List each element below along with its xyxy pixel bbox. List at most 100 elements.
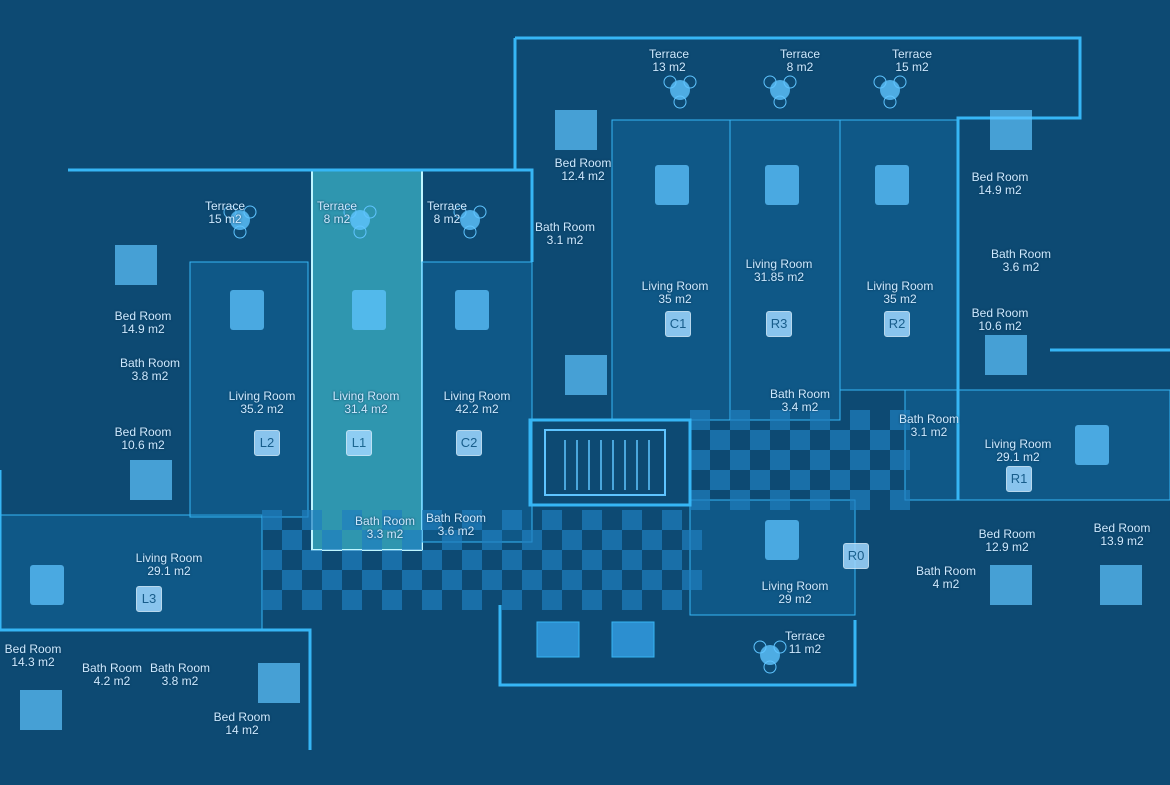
corridor-tile	[602, 530, 622, 550]
corridor-tile	[342, 590, 362, 610]
room-name: Bed Room	[978, 527, 1036, 541]
bed	[258, 663, 300, 703]
corridor-tile	[730, 490, 750, 510]
unit-badge-r2[interactable]: R2	[884, 311, 910, 337]
room-area: 3.6 m2	[1002, 260, 1040, 274]
corridor-tile	[462, 590, 482, 610]
room-name: Living Room	[443, 389, 511, 403]
wall	[528, 418, 692, 507]
corridor-tile	[542, 510, 562, 530]
corridor-tile	[382, 590, 402, 610]
corridor-tile	[810, 490, 830, 510]
corridor-tile	[382, 510, 402, 530]
corridor-tile	[402, 530, 422, 550]
corridor-tile	[262, 510, 282, 530]
unit-badge-r1[interactable]: R1	[1006, 466, 1032, 492]
corridor-tile	[870, 470, 890, 490]
bed	[990, 565, 1032, 605]
unit-badge-c1[interactable]: C1	[665, 311, 691, 337]
room-area: 12.4 m2	[561, 169, 605, 183]
corridor-tile	[582, 550, 602, 570]
unit-badge-l1[interactable]: L1	[346, 430, 372, 456]
room-area: 8 m2	[433, 212, 461, 226]
corridor-tile	[710, 470, 730, 490]
room-name: Bath Room	[119, 356, 181, 370]
patio-chair	[463, 225, 477, 239]
table	[352, 290, 386, 330]
room-name: Bed Room	[114, 309, 172, 323]
unit-badge-r3[interactable]: R3	[766, 311, 792, 337]
room-area: 14.9 m2	[121, 322, 165, 336]
bed	[565, 355, 607, 395]
room-area: 3.4 m2	[781, 400, 819, 414]
room-name: Terrace	[426, 199, 468, 213]
room-area: 8 m2	[323, 212, 351, 226]
room-name: Bed Room	[554, 156, 612, 170]
room-name: Bath Room	[769, 387, 831, 401]
room-name: Bed Room	[213, 710, 271, 724]
room-area: 14.9 m2	[978, 183, 1022, 197]
room-name: Terrace	[891, 47, 933, 61]
room-name: Bath Room	[425, 511, 487, 525]
corridor-tile	[542, 550, 562, 570]
unit-badge-c2[interactable]: C2	[456, 430, 482, 456]
room-area: 10.6 m2	[978, 319, 1022, 333]
corridor	[262, 410, 910, 610]
corridor-tile	[482, 530, 502, 550]
wall	[68, 168, 534, 262]
room-area: 3.6 m2	[437, 524, 475, 538]
patio-chair	[363, 205, 377, 219]
patio-table	[670, 80, 690, 100]
room-area: 14.3 m2	[11, 655, 55, 669]
corridor-tile	[322, 570, 342, 590]
room-name: Terrace	[779, 47, 821, 61]
patio-chair	[243, 205, 257, 219]
room-name: Bath Room	[149, 661, 211, 675]
unit-badge-l2[interactable]: L2	[254, 430, 280, 456]
patio-chair	[873, 75, 887, 89]
corridor-tile	[690, 450, 710, 470]
corridor-tile	[750, 430, 770, 450]
corridor-tile	[302, 550, 322, 570]
patio-chair	[453, 205, 467, 219]
corridor-tile	[542, 590, 562, 610]
bed	[1100, 565, 1142, 605]
unit-badge-l3[interactable]: L3	[136, 586, 162, 612]
room-name: Bed Room	[971, 170, 1029, 184]
corridor-tile	[342, 550, 362, 570]
room-name: Living Room	[135, 551, 203, 565]
patio-chair	[763, 75, 777, 89]
corridor-tile	[462, 550, 482, 570]
room-name: Bath Room	[898, 412, 960, 426]
wall	[515, 36, 1082, 500]
corridor-tile	[750, 470, 770, 490]
patio-chair	[883, 95, 897, 109]
room-area: 29.1 m2	[996, 450, 1040, 464]
corridor-tile	[662, 510, 682, 530]
room-area: 4 m2	[932, 577, 960, 591]
patio-chair	[773, 640, 787, 654]
room-area: 35 m2	[658, 292, 692, 306]
room-area: 13 m2	[652, 60, 686, 74]
corridor-tile	[890, 450, 910, 470]
corridor-tile	[690, 410, 710, 430]
room-area: 11 m2	[788, 642, 822, 656]
bed	[555, 110, 597, 150]
table	[1075, 425, 1109, 465]
patio-chair	[783, 75, 797, 89]
room-area: 14 m2	[225, 723, 259, 737]
unit-badge-r0[interactable]: R0	[843, 543, 869, 569]
corridor-tile	[562, 530, 582, 550]
